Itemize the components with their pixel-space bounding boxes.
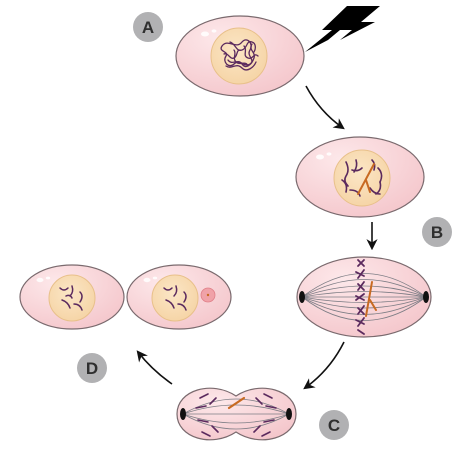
cell-a — [175, 15, 305, 97]
label-c: C — [319, 410, 349, 440]
centrosome-right — [423, 291, 429, 303]
chromosomes-metaphase — [355, 259, 365, 335]
damaged-fragment-anaphase — [227, 396, 246, 410]
chromatin-a — [220, 39, 259, 71]
arrow-icon — [303, 341, 345, 390]
cell-anaphase — [176, 387, 297, 441]
cell-prophase — [295, 136, 425, 218]
cell-metaphase — [296, 256, 432, 338]
lightning-bolt-icon — [305, 6, 380, 52]
daughter-cell-left — [19, 264, 125, 330]
svg-text:D: D — [86, 359, 98, 378]
svg-text:A: A — [142, 18, 154, 37]
damaged-chromosome-metaphase — [365, 281, 377, 317]
nucleus-prophase — [333, 149, 391, 207]
spindle-fibers-anaphase — [182, 398, 290, 430]
label-a: A — [133, 12, 163, 42]
svg-text:C: C — [328, 416, 340, 435]
chromosomes-anaphase — [195, 393, 277, 437]
svg-text:B: B — [431, 223, 443, 242]
label-d: D — [77, 353, 107, 383]
label-b: B — [422, 217, 452, 247]
daughter-cell-right — [126, 264, 232, 330]
damaged-chromosome-prophase — [357, 163, 375, 195]
centrosome-left — [299, 291, 305, 303]
arrow-icon — [305, 85, 345, 130]
arrow-icon — [136, 350, 173, 385]
